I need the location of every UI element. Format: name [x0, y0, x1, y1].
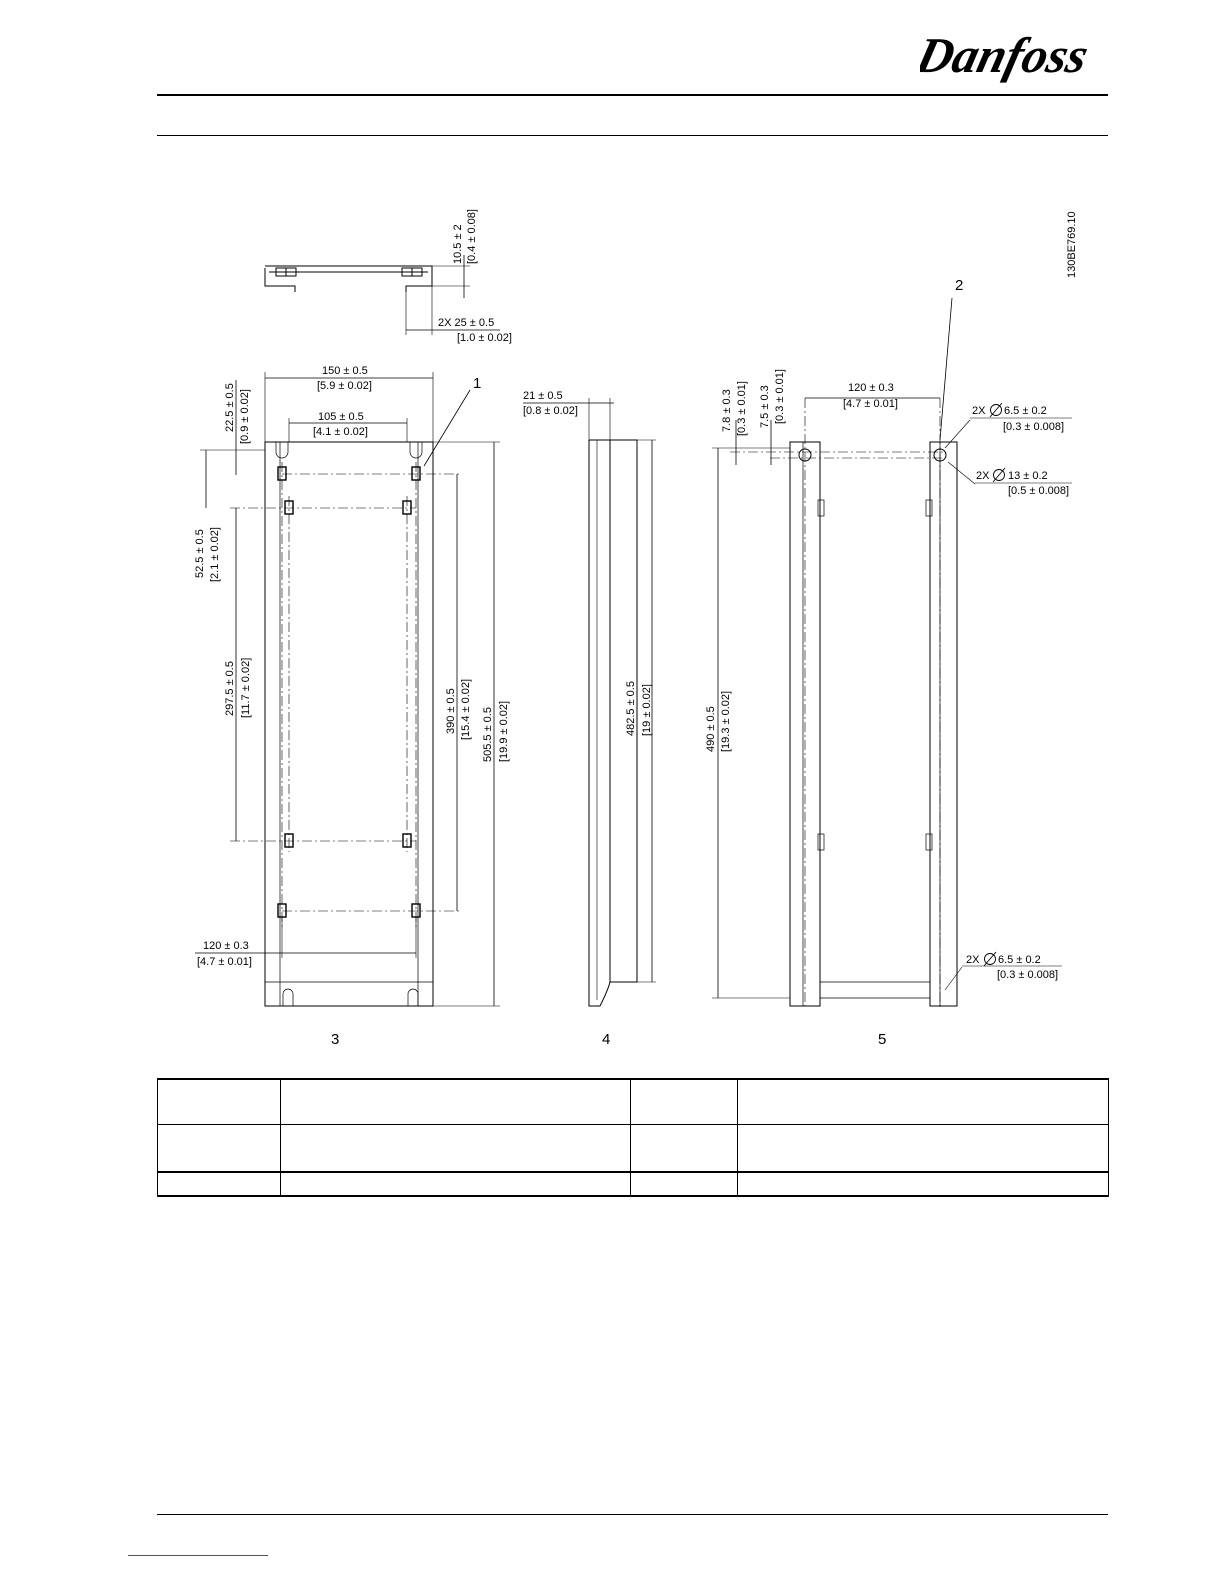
view-label-3: 3	[331, 1031, 339, 1048]
dim-top-width: 2X 25 ± 0.5	[438, 317, 494, 329]
header-rule-thin	[157, 135, 1108, 136]
dim-top-offset-in: [0.9 ± 0.02]	[239, 389, 251, 444]
dim-offset-a: 7.8 ± 0.3	[721, 389, 733, 432]
legend-table	[157, 1078, 1109, 1197]
top-hole-size: 6.5 ± 0.2	[1004, 405, 1047, 417]
dim-hole-span-in: [11.7 ± 0.02]	[240, 658, 252, 718]
dim-hole-spacing: 120 ± 0.3	[848, 382, 894, 394]
front-view	[195, 372, 500, 1007]
dim-bottom-width-in: [4.7 ± 0.01]	[197, 956, 252, 968]
dim-hole-spacing-in: [4.7 ± 0.01]	[843, 398, 898, 410]
logo-wordmark: Danfoss	[920, 28, 1094, 83]
technical-drawing: 130BE769.10 10.5 ± 2 [0.4 ± 0.08] 2X 25 …	[194, 209, 1078, 1048]
slot-size: 13 ± 0.2	[1008, 470, 1048, 482]
callout-2: 2	[955, 277, 963, 294]
dim-top-height: 10.5 ± 2	[452, 224, 464, 264]
dim-second-offset-in: [2.1 ± 0.02]	[209, 527, 221, 582]
dim-top-height-in: [0.4 ± 0.08]	[466, 209, 478, 264]
dim-offset-a-in: [0.3 ± 0.01]	[736, 381, 748, 436]
table-row	[157, 1171, 1109, 1197]
dim-hole-span: 297.5 ± 0.5	[224, 661, 236, 716]
slot-size-in: [0.5 ± 0.008]	[1008, 485, 1069, 497]
dim-side-height-in: [19 ± 0.02]	[641, 684, 653, 736]
dim-inner-width-in: [4.1 ± 0.02]	[313, 426, 368, 438]
bottom-hole-prefix: 2X	[966, 954, 980, 966]
dim-overall-width: 150 ± 0.5	[322, 365, 368, 377]
bottom-hole-size-in: [0.3 ± 0.008]	[997, 969, 1058, 981]
dim-overall-height-in: [19.9 ± 0.02]	[498, 701, 510, 762]
table-cell	[630, 1124, 738, 1173]
dim-depth-in: [0.8 ± 0.02]	[523, 405, 578, 417]
table-cell	[280, 1171, 631, 1197]
side-view	[523, 398, 656, 1007]
dim-bottom-width: 120 ± 0.3	[203, 940, 249, 952]
table-cell	[630, 1171, 738, 1197]
bottom-hole-size: 6.5 ± 0.2	[998, 954, 1041, 966]
dim-overall-width-in: [5.9 ± 0.02]	[317, 380, 372, 392]
table-cell	[737, 1171, 1109, 1197]
table-cell	[737, 1124, 1109, 1173]
dim-second-offset: 52.5 ± 0.5	[194, 529, 206, 578]
top-hole-size-in: [0.3 ± 0.008]	[1003, 421, 1064, 433]
footer-link-underline[interactable]	[128, 1555, 268, 1556]
table-cell	[737, 1078, 1109, 1125]
diameter-icon	[983, 951, 997, 967]
callout-1: 1	[473, 375, 481, 392]
header-rule	[157, 94, 1108, 96]
danfoss-logo: Danfoss	[920, 28, 1094, 83]
diameter-icon	[989, 402, 1003, 418]
dim-depth: 21 ± 0.5	[523, 390, 563, 402]
slot-prefix: 2X	[976, 470, 990, 482]
table-row	[157, 1078, 1109, 1125]
dim-rear-height-in: [19.3 ± 0.02]	[720, 691, 732, 752]
dim-top-offset: 22.5 ± 0.5	[224, 383, 236, 432]
dim-offset-b: 7.5 ± 0.3	[759, 385, 771, 428]
dim-inner-width: 105 ± 0.5	[318, 411, 364, 423]
dim-side-height: 482.5 ± 0.5	[625, 681, 637, 736]
table-cell	[280, 1078, 631, 1125]
dim-outer-hole-span: 390 ± 0.5	[445, 688, 457, 734]
view-label-4: 4	[602, 1031, 610, 1048]
table-cell	[157, 1124, 281, 1173]
drawing-id: 130BE769.10	[1066, 211, 1078, 278]
top-hole-prefix: 2X	[972, 405, 986, 417]
dim-top-width-in: [1.0 ± 0.02]	[457, 332, 512, 344]
table-cell	[630, 1078, 738, 1125]
table-cell	[157, 1078, 281, 1125]
dim-rear-height: 490 ± 0.5	[705, 706, 717, 752]
footer-rule	[157, 1514, 1108, 1515]
dim-outer-hole-span-in: [15.4 ± 0.02]	[460, 679, 472, 740]
dim-overall-height: 505.5 ± 0.5	[482, 707, 494, 762]
top-view	[264, 255, 500, 335]
view-label-5: 5	[878, 1031, 886, 1048]
table-cell	[280, 1124, 631, 1173]
table-row	[157, 1124, 1109, 1173]
dim-offset-b-in: [0.3 ± 0.01]	[774, 369, 786, 424]
rear-view	[712, 297, 1072, 1010]
diameter-icon	[992, 467, 1006, 483]
table-cell	[157, 1171, 281, 1197]
